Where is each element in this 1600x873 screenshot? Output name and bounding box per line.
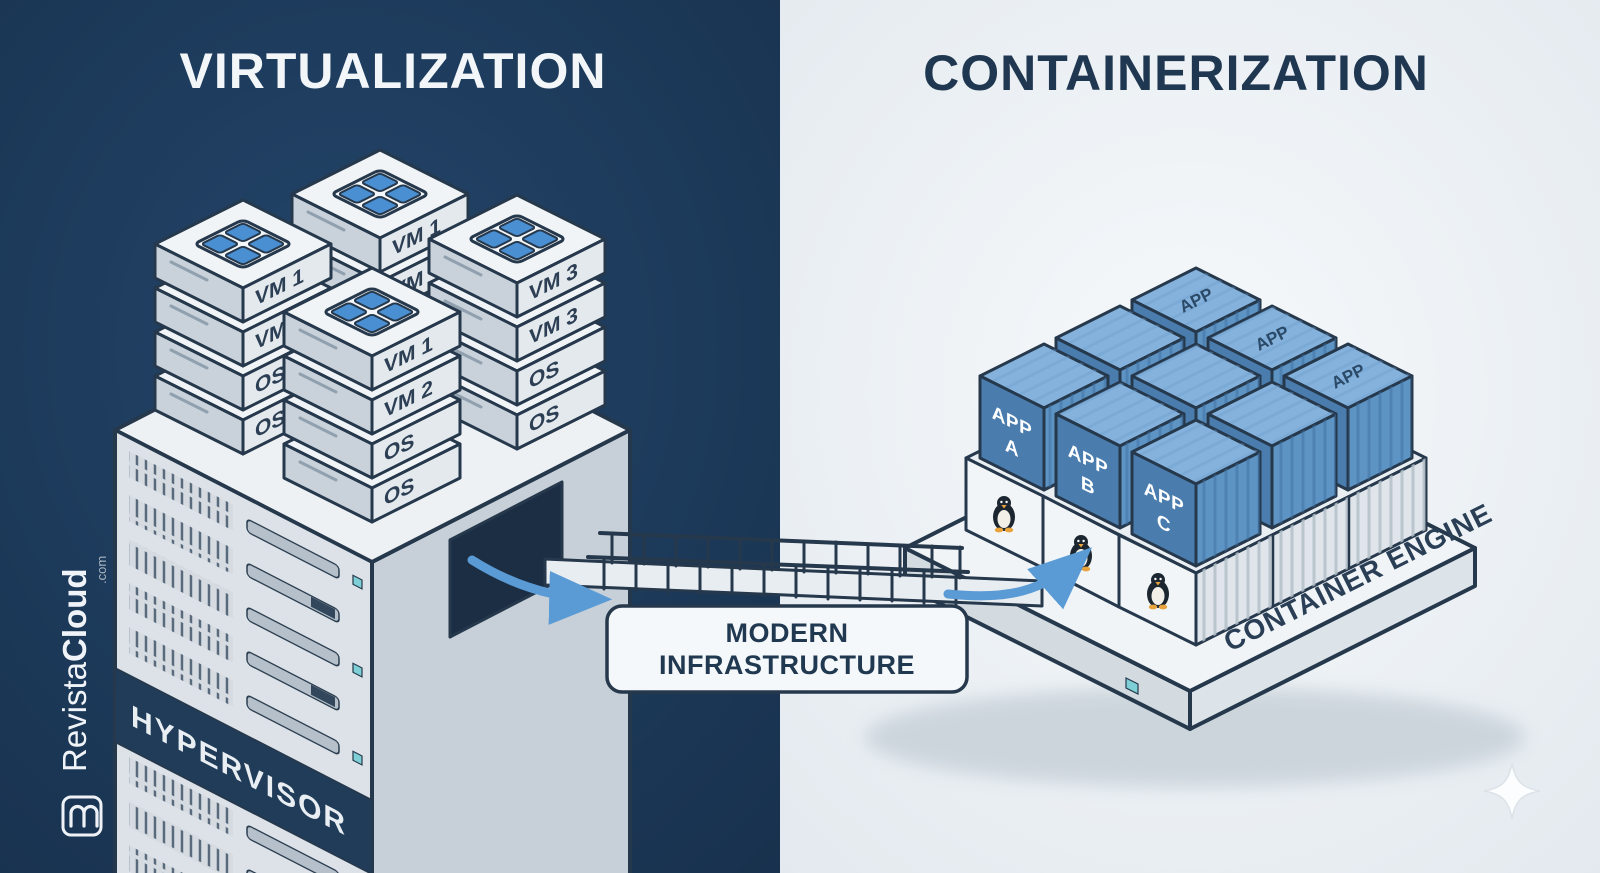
infrastructure-label-line2: INFRASTRUCTURE — [659, 650, 915, 680]
os-box — [1117, 533, 1198, 647]
flow-arrow-right — [943, 547, 1093, 610]
containerization-title: CONTAINERIZATION — [923, 45, 1429, 101]
vm-stack-right: VM 3 VM 3 OS OS — [427, 193, 607, 451]
app-label: C — [1157, 510, 1171, 538]
flow-arrow-left — [467, 555, 613, 625]
app-container-c: APP C — [1130, 418, 1262, 568]
sparkle-icon — [1483, 762, 1541, 820]
base-corrugated-face — [1194, 456, 1428, 647]
app-label: A — [1005, 434, 1019, 462]
app-container-grid: APP APP APP APP — [978, 266, 1414, 568]
rack-row — [129, 495, 340, 623]
brand-tld: .com — [94, 556, 109, 584]
vm-stack-front: VM 1 VM 2 OS OS — [282, 266, 462, 524]
rack-row — [129, 845, 233, 873]
tower-front-face: HYPERVISOR — [113, 427, 374, 873]
brand-logo: RevistaCloud .com — [56, 556, 109, 837]
windows-logo-icon — [331, 170, 429, 219]
rack-row — [129, 451, 363, 590]
app-label: B — [1081, 472, 1095, 500]
infrastructure-label-box: MODERN INFRASTRUCTURE — [605, 604, 969, 694]
rack-row — [129, 539, 363, 678]
app-container: APP — [1282, 342, 1414, 492]
rack-row — [129, 757, 340, 873]
app-container: APP — [1206, 380, 1338, 530]
platform-shadow — [865, 687, 1525, 787]
vm-slab — [282, 266, 462, 392]
os-box — [964, 456, 1045, 570]
infrastructure-label-line1: MODERN — [726, 618, 849, 648]
tux-icon — [993, 496, 1015, 533]
tux-icon — [1147, 573, 1169, 610]
vm-slab — [427, 193, 607, 319]
brand-icon — [61, 795, 103, 837]
virtualization-title: VIRTUALIZATION — [180, 43, 607, 99]
platform-led — [1125, 677, 1139, 695]
rack-row — [129, 583, 340, 711]
rack-row — [129, 627, 363, 766]
brand-name: RevistaCloud — [56, 568, 93, 772]
migration-bridge: MODERN INFRASTRUCTURE — [467, 531, 1093, 694]
windows-logo-icon — [194, 220, 292, 269]
rack-row — [129, 801, 340, 873]
windows-logo-icon — [468, 215, 566, 264]
server-tower: HYPERVISOR — [113, 296, 632, 873]
windows-logo-icon — [323, 288, 421, 337]
